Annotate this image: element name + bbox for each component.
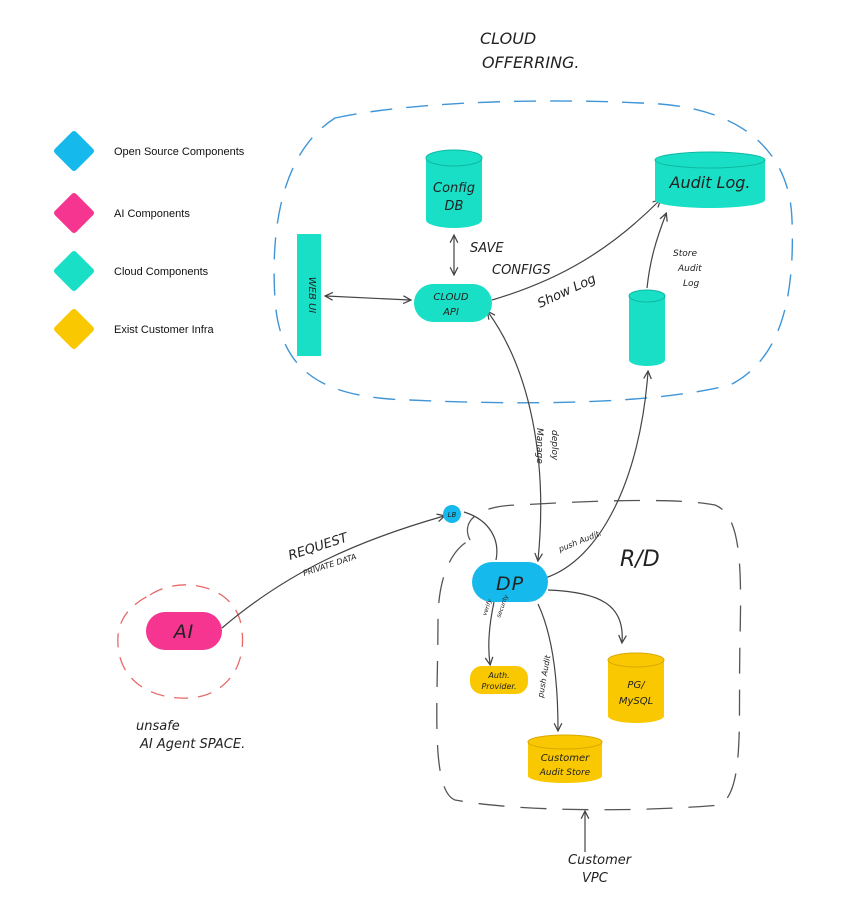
- edge-api-auditlog: [491, 200, 660, 301]
- lb-label: LB: [448, 511, 457, 519]
- cylinder-bottom: [629, 354, 665, 366]
- web-ui: WEB UI: [297, 234, 321, 356]
- edge-webui-api: [326, 296, 410, 300]
- pg-label-2: MySQL: [619, 696, 653, 707]
- customer-audit-label-2: Audit Store: [539, 768, 591, 778]
- auth-pill: [470, 666, 528, 694]
- config-db: Config DB: [425, 149, 483, 228]
- pg-mysql-db: PG/ MySQL: [607, 652, 665, 723]
- rd-label: R/D: [620, 547, 660, 572]
- auth-label: Auth.: [487, 671, 509, 680]
- cylinder-body: [608, 660, 664, 716]
- ai-pill: [146, 612, 222, 650]
- store-audit-label: Store: [673, 249, 697, 259]
- cylinder-top: [527, 734, 603, 750]
- cylinder-bottom: [426, 212, 482, 228]
- store-audit-label-2: Audit: [677, 264, 702, 274]
- legend-swatch: [54, 309, 94, 349]
- audit-log-db: Audit Log.: [654, 151, 766, 208]
- customer-vpc-label-2: VPC: [582, 871, 609, 886]
- ai-space-label-2: AI Agent SPACE.: [139, 737, 245, 752]
- edge-api-dp: [488, 312, 541, 560]
- legend-item-customer: Exist Customer Infra: [54, 309, 215, 349]
- edge-lb-dp: [463, 511, 498, 561]
- cloud-api-label: CLOUD: [433, 292, 468, 303]
- push-audit-up-label: push Audit.: [556, 528, 602, 554]
- lb-circle: [443, 505, 461, 523]
- ai-space-boundary: [117, 584, 244, 699]
- legend-swatch: [54, 193, 94, 233]
- cloud-api: CLOUD API: [414, 284, 492, 322]
- cylinder-bottom: [528, 769, 602, 783]
- audit-store-cylinder: [628, 289, 666, 366]
- pg-label: PG/: [627, 680, 646, 691]
- ai-label: AI: [172, 621, 195, 643]
- manage-label: Manage: [534, 428, 544, 464]
- dp-pill: [472, 562, 548, 602]
- auth-provider: Auth. Provider.: [470, 666, 528, 694]
- edge-dp-pg: [547, 589, 622, 642]
- cylinder-top: [654, 151, 766, 169]
- config-db-label: Config: [433, 181, 475, 196]
- legend-swatch: [54, 251, 94, 291]
- legend-label: Exist Customer Infra: [114, 324, 215, 336]
- customer-audit-label: Customer: [541, 753, 590, 764]
- web-ui-label: WEB UI: [306, 277, 317, 314]
- auth-label-2: Provider.: [481, 682, 516, 691]
- customer-vpc-label: Customer: [568, 853, 633, 868]
- edge-dp-customer-audit: [537, 603, 558, 730]
- cylinder-bottom: [608, 709, 664, 723]
- edge-dp-auth: [489, 601, 495, 664]
- ai-space-label: unsafe: [136, 719, 180, 734]
- cloud-offering-subtitle: OFFERRING.: [482, 53, 580, 72]
- cylinder-top: [607, 652, 665, 668]
- load-balancer: LB: [443, 505, 461, 523]
- legend-label: AI Components: [114, 208, 190, 220]
- customer-audit-store: Customer Audit Store: [527, 734, 603, 783]
- edge-dp-store: [544, 372, 648, 579]
- cylinder-body: [426, 158, 482, 220]
- legend-item-open-source: Open Source Components: [54, 131, 245, 171]
- cylinder-bottom: [655, 192, 765, 208]
- cloud-api-label-2: API: [442, 307, 459, 318]
- config-db-label-2: DB: [445, 199, 464, 214]
- legend: Open Source Components AI Components Clo…: [54, 131, 245, 349]
- edge-ai-lb: [221, 516, 444, 629]
- cloud-api-pill: [414, 284, 492, 322]
- audit-log-label: Audit Log.: [669, 173, 751, 192]
- legend-swatch: [54, 131, 94, 171]
- save-configs-label: SAVE: [470, 241, 504, 256]
- cylinder-body: [629, 296, 665, 360]
- legend-label: Cloud Components: [114, 266, 209, 278]
- web-ui-box: [297, 234, 321, 356]
- legend-item-ai: AI Components: [54, 193, 190, 233]
- cylinder-top: [425, 149, 483, 167]
- push-audit-down-label: push Audit: [536, 654, 553, 700]
- legend-item-cloud: Cloud Components: [54, 251, 209, 291]
- edges: [221, 200, 666, 852]
- dp-label: DP: [496, 573, 524, 595]
- cloud-offering-title: CLOUD: [480, 29, 536, 48]
- save-configs-label-2: CONFIGS: [492, 263, 551, 278]
- store-audit-label-3: Log: [683, 279, 700, 289]
- deploy-label: deploy: [549, 430, 559, 461]
- cloud-boundary: [273, 100, 794, 404]
- ai-agent: AI: [146, 612, 222, 650]
- edge-store-auditlog: [646, 214, 666, 289]
- data-plane: DP: [472, 562, 548, 602]
- cylinder-top: [628, 289, 666, 303]
- customer-vpc-boundary: [436, 499, 742, 811]
- legend-label: Open Source Components: [114, 146, 245, 158]
